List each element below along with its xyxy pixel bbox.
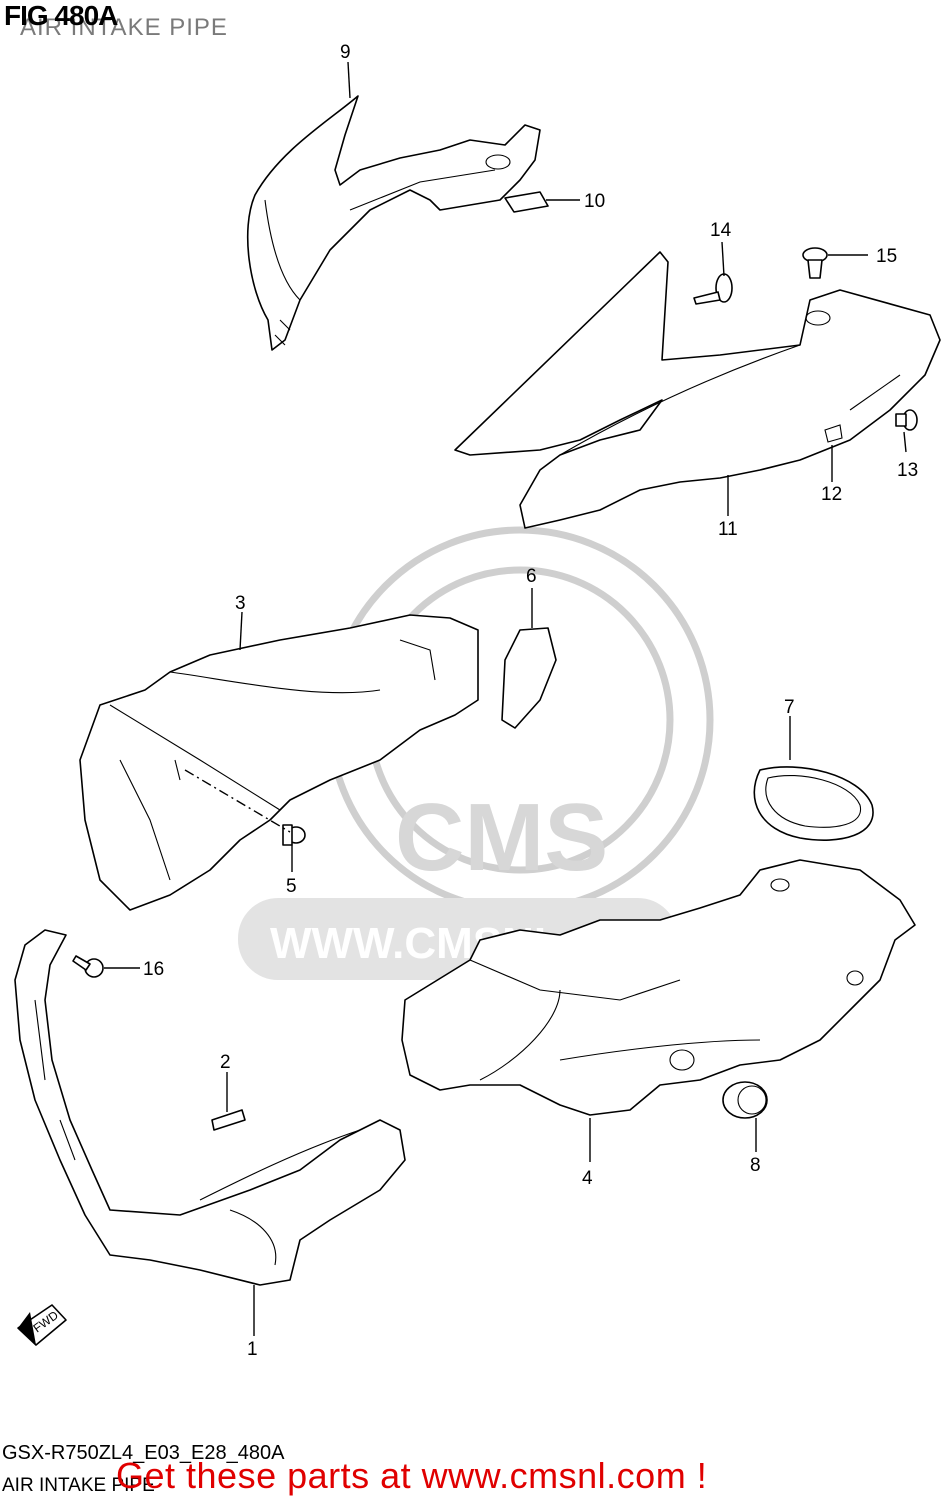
- callout-14[interactable]: 14: [710, 220, 732, 241]
- callout-12[interactable]: 12: [821, 484, 842, 505]
- section-name: AIR INTAKE PIPE: [2, 1475, 155, 1496]
- callout-15[interactable]: 15: [876, 246, 897, 267]
- leader-lines: [104, 61, 907, 1336]
- callout-16[interactable]: 16: [143, 959, 164, 980]
- callout-10[interactable]: 10: [584, 191, 605, 212]
- part-2-label: [211, 1109, 246, 1131]
- part-5-grommet: [282, 824, 306, 846]
- callout-7[interactable]: 7: [784, 697, 795, 718]
- part-15-clip: [802, 247, 828, 279]
- part-14-screw: [693, 273, 733, 305]
- part-6-gasket: [501, 627, 557, 729]
- part-8-plug: [722, 1081, 768, 1119]
- part-16-screw: [72, 955, 104, 978]
- part-7-seal-ring: [753, 766, 874, 841]
- callout-13[interactable]: 13: [897, 460, 918, 481]
- part-4-air-duct-right: [401, 859, 916, 1116]
- part-10-pad: [504, 191, 549, 213]
- callout-9[interactable]: 9: [340, 42, 351, 63]
- figure-subtitle: AIR INTAKE PIPE: [20, 14, 228, 41]
- part-13-clip: [895, 409, 918, 431]
- callout-6[interactable]: 6: [526, 566, 537, 587]
- watermark-logo-text: CMS: [395, 784, 608, 891]
- part-3-air-duct-left: [79, 614, 479, 911]
- callout-11[interactable]: 11: [718, 519, 738, 540]
- fwd-direction-arrow[interactable]: [17, 1304, 67, 1346]
- part-11-side-cover: [454, 251, 941, 529]
- callout-3[interactable]: 3: [235, 593, 246, 614]
- figure-title: FIG 480A: [4, 0, 118, 31]
- part-9-inner-bracket: [246, 95, 541, 351]
- callout-5[interactable]: 5: [286, 876, 297, 897]
- callout-numbers: 9 10 14 15 13 12 11 3 6 7 5 16 2 4 8 1: [143, 42, 918, 1360]
- model-code: GSX-R750ZL4_E03_E28_480A: [2, 1442, 285, 1464]
- callout-8[interactable]: 8: [750, 1155, 761, 1176]
- callout-4[interactable]: 4: [582, 1168, 593, 1189]
- part-1-lower-cowl: [14, 929, 406, 1286]
- promo-link[interactable]: Get these parts at www.cmsnl.com !: [116, 1455, 708, 1496]
- callout-1[interactable]: 1: [247, 1339, 258, 1360]
- callout-2[interactable]: 2: [220, 1052, 231, 1073]
